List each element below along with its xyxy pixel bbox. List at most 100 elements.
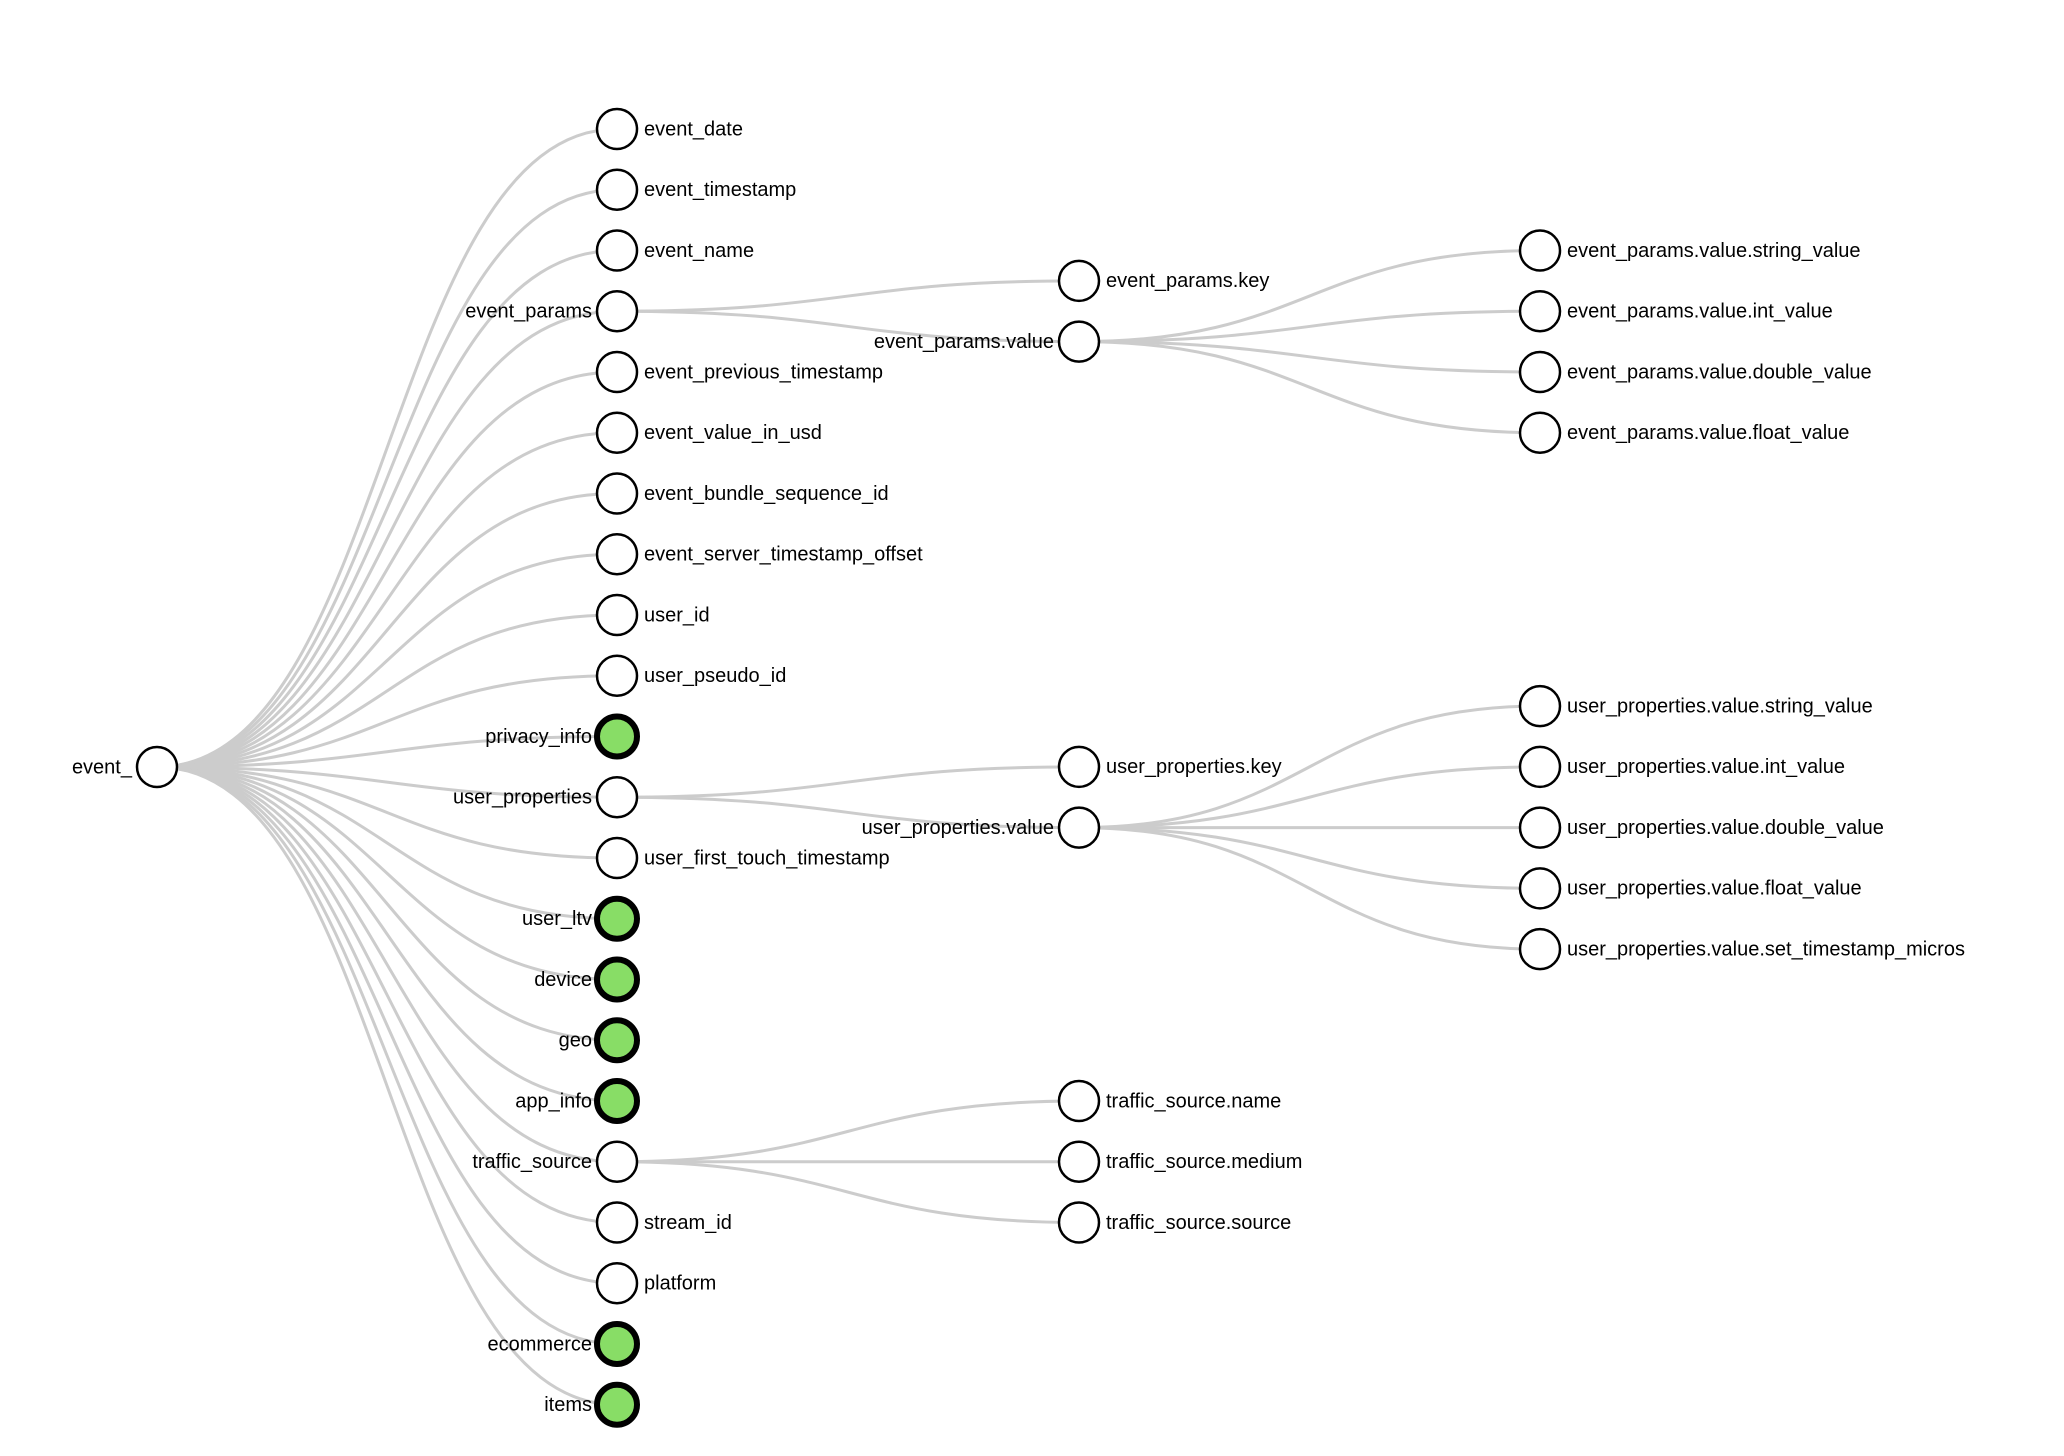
node-label: stream_id: [644, 1212, 732, 1234]
node-circle: [1057, 1140, 1101, 1183]
tree-link: [616, 765, 1080, 799]
tree-link: [156, 765, 618, 1346]
collapsed-node-circle[interactable]: [594, 956, 640, 1003]
node-label: event_previous_timestamp: [644, 361, 883, 383]
node-circle: [1518, 806, 1562, 849]
node-circle: [1518, 290, 1562, 333]
tree-node-device[interactable]: device: [534, 956, 640, 1003]
tree-node-user-properties-value-string-value: user_properties.value.string_value: [1518, 684, 1873, 728]
node-label: user_id: [644, 604, 710, 626]
node-label: event_timestamp: [644, 179, 796, 201]
tree-link: [156, 765, 618, 1042]
tree-link: [156, 309, 618, 769]
tree-link: [1078, 704, 1541, 830]
tree-node-user-properties-value-set-timestamp-micros: user_properties.value.set_timestamp_micr…: [1518, 927, 1965, 971]
node-circle: [595, 229, 639, 272]
tree-link: [156, 431, 618, 769]
node-circle: [1057, 259, 1101, 303]
collapsed-node-circle[interactable]: [594, 1321, 640, 1367]
node-label: user_properties.value.float_value: [1567, 878, 1862, 900]
node-label: event_: [72, 756, 133, 778]
node-label: traffic_source.name: [1106, 1090, 1281, 1112]
node-label: user_properties.value.int_value: [1567, 756, 1845, 778]
tree-node-user-properties-value[interactable]: user_properties.value: [862, 806, 1101, 849]
tree-node-privacy-info[interactable]: privacy_info: [485, 713, 640, 760]
node-circle: [1518, 867, 1562, 910]
tree-link: [616, 795, 1080, 830]
node-label: event_params.value: [874, 331, 1054, 353]
node-label: event_value_in_usd: [644, 422, 822, 444]
tree-link: [156, 765, 618, 1285]
tree-node-event-value-in-usd: event_value_in_usd: [595, 411, 822, 454]
node-label: user_properties.key: [1106, 756, 1282, 778]
tree-node-user-pseudo-id: user_pseudo_id: [595, 654, 786, 697]
tree-node-user-ltv[interactable]: user_ltv: [522, 895, 640, 942]
tree-node-user-properties-key: user_properties.key: [1057, 745, 1282, 789]
collapsed-node-circle[interactable]: [594, 1078, 640, 1124]
tree-link: [156, 613, 618, 769]
collapsed-node-circle[interactable]: [594, 895, 640, 942]
node-circle: [595, 1262, 639, 1305]
node-label: geo: [559, 1030, 592, 1052]
node-label: event_server_timestamp_offset: [644, 544, 923, 566]
node-label: user_properties: [453, 787, 592, 809]
node-circle[interactable]: [1057, 320, 1101, 363]
node-label: event_date: [644, 118, 743, 140]
node-label: user_properties.value: [862, 817, 1054, 839]
tree-link: [616, 1160, 1080, 1224]
tree-link: [156, 765, 618, 921]
tree-node-user-properties-value-float-value: user_properties.value.float_value: [1518, 867, 1862, 910]
tree-node-app-info[interactable]: app_info: [515, 1078, 640, 1124]
tree-node-event-params[interactable]: event_params: [465, 290, 639, 333]
tree-node-event[interactable]: event_: [72, 745, 179, 789]
node-circle[interactable]: [595, 776, 639, 819]
tree-link: [156, 735, 618, 769]
tree-node-event-params-value-double-value: event_params.value.double_value: [1518, 350, 1872, 394]
node-circle[interactable]: [595, 290, 639, 333]
tree-link: [616, 309, 1080, 344]
tree-link: [1078, 309, 1541, 344]
tree-node-traffic-source-source: traffic_source.source: [1057, 1201, 1291, 1244]
tree-link: [156, 492, 618, 769]
tree-link: [1078, 340, 1541, 374]
collapsed-node-circle[interactable]: [594, 1381, 640, 1428]
collapsed-node-circle[interactable]: [594, 713, 640, 760]
node-circle: [1518, 411, 1562, 454]
tree-node-traffic-source-name: traffic_source.name: [1057, 1079, 1281, 1123]
node-circle: [595, 533, 639, 576]
tree-link: [1078, 826, 1541, 951]
node-label: event_name: [644, 240, 754, 262]
tree-node-items[interactable]: items: [544, 1381, 640, 1428]
node-label: platform: [644, 1273, 716, 1295]
tree-node-event-params-key: event_params.key: [1057, 259, 1269, 303]
tree-node-user-properties-value-double-value: user_properties.value.double_value: [1518, 806, 1884, 849]
tree-node-event-params-value[interactable]: event_params.value: [874, 320, 1101, 363]
node-label: items: [544, 1394, 592, 1416]
tree-link: [156, 765, 618, 981]
tree-node-user-properties[interactable]: user_properties: [453, 776, 639, 819]
node-circle: [595, 411, 639, 454]
node-label: user_first_touch_timestamp: [644, 847, 890, 869]
node-label: event_params.value.double_value: [1567, 361, 1872, 383]
node-circle[interactable]: [595, 1140, 639, 1183]
node-circle: [595, 836, 639, 880]
node-circle[interactable]: [1057, 806, 1101, 849]
node-label: traffic_source.source: [1106, 1212, 1291, 1234]
tree-link: [156, 765, 618, 1103]
tree-node-geo[interactable]: geo: [559, 1017, 640, 1064]
tree-link: [156, 674, 618, 769]
node-label: event_params.key: [1106, 270, 1269, 292]
node-label: device: [534, 969, 592, 991]
tree-link: [616, 279, 1080, 313]
tree-node-ecommerce[interactable]: ecommerce: [488, 1321, 640, 1367]
node-circle: [595, 1201, 639, 1244]
node-label: traffic_source.medium: [1106, 1151, 1302, 1173]
node-circle: [595, 350, 639, 394]
node-circle[interactable]: [135, 745, 179, 789]
tree-node-event-date: event_date: [595, 107, 743, 151]
tree-link: [156, 765, 618, 1164]
tree-node-traffic-source[interactable]: traffic_source: [472, 1140, 639, 1183]
collapsed-node-circle[interactable]: [594, 1017, 640, 1064]
tree-link: [156, 188, 618, 769]
